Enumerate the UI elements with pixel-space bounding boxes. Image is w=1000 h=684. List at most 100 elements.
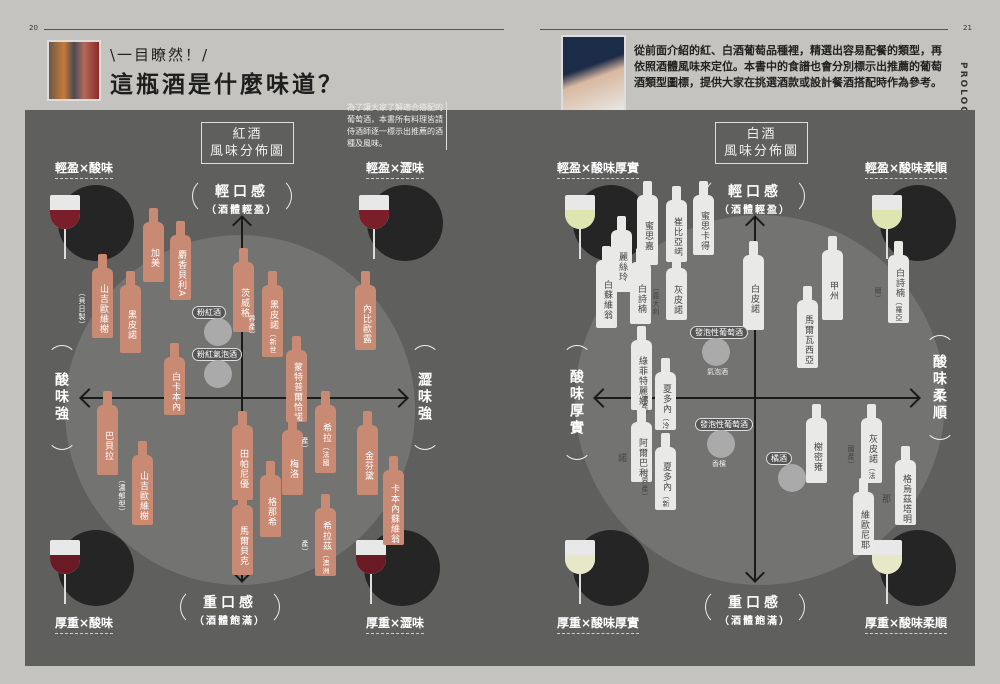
white-wine-bottle: 蜜思嘉 <box>637 181 658 265</box>
white-vertical-axis <box>754 216 756 582</box>
red-wine-bottle: 山吉歐維榭（濃郁型） <box>118 441 153 525</box>
white-wine-bottle: 白蘇維翁 <box>596 246 617 328</box>
label-main: 重口感 <box>203 595 257 611</box>
red-right-label: 澀味強 <box>410 345 440 450</box>
glass-stem <box>579 574 581 604</box>
glass-stem <box>886 229 888 259</box>
bottle-note: （羅亞爾） <box>874 287 903 322</box>
white-wine-bottle: 格烏茲塔明那 <box>880 446 916 525</box>
red-wine-bottle: 卡本內蘇維翁 <box>383 456 404 545</box>
bottle-note: （貝日製） <box>78 289 86 329</box>
white-wine-bottle: 維歐尼耶 <box>853 478 874 555</box>
red-wine-bottle: 麝香貝利A <box>170 221 191 300</box>
red-wine-bottle: 田帕尼優 <box>232 411 253 500</box>
wine-glass-icon <box>50 195 80 229</box>
red-wine-bottle: 巴貝拉 <box>97 391 118 475</box>
glass-stem <box>370 574 372 604</box>
label-sub: （酒體飽滿） <box>194 616 266 627</box>
red-wine-bottle: 黑皮諾（新世界產） <box>248 271 283 357</box>
chart-title-line2: 風味分佈圖 <box>210 144 286 159</box>
wine-type-icon-label: 發泡性葡萄酒 <box>695 418 753 431</box>
white-wine-bottle: 白詩楠 <box>630 248 651 324</box>
wine-type-icon <box>707 430 735 458</box>
bottle-note: （法國產） <box>847 444 876 480</box>
corner-label: 厚重×澀味 <box>366 614 425 634</box>
red-horizontal-axis <box>80 397 408 399</box>
red-wine-bottle: 格那希 <box>260 461 281 537</box>
intro-text: 從前面介紹的紅、白酒葡萄品種裡，精選出容易配餐的類型，再依照酒體風味來定位。本書… <box>634 44 942 89</box>
label-main: 輕口感 <box>215 184 269 200</box>
wine-glass-icon <box>872 195 902 229</box>
red-wine-bottle: 內比歐露 <box>355 271 376 350</box>
white-right-label: 酸味柔順 <box>925 335 955 440</box>
bottle-note: （法國產） <box>301 437 330 467</box>
page-title: 這瓶酒是什麼味道？ <box>110 72 344 98</box>
chart-title-line2: 風味分佈圖 <box>724 144 800 159</box>
corner-label: 輕盈×澀味 <box>366 159 425 179</box>
glass-stem <box>64 574 66 604</box>
wine-glass-icon <box>565 540 595 574</box>
red-wine-bottle: 白卡本內 <box>164 343 185 415</box>
white-wine-bottle: 夏多內（冷涼產） <box>641 358 676 430</box>
red-wine-bottle: 茨威格 <box>233 248 254 332</box>
red-vertical-axis <box>241 216 243 582</box>
red-top-label: 輕口感 （酒體輕盈） <box>192 177 292 216</box>
red-wine-bottle: 山吉歐維榭（貝日製） <box>78 254 113 338</box>
chart-title-line1: 白酒 <box>746 127 777 142</box>
label-sub: （酒體輕盈） <box>719 205 791 216</box>
white-wine-bottle: 榭密雍 <box>806 404 827 483</box>
section-label: PROLOGUE <box>958 62 968 134</box>
label-sub: （酒體輕盈） <box>206 205 278 216</box>
wine-glass-icon <box>356 540 386 574</box>
red-wine-bottle: 梅洛 <box>282 416 303 495</box>
white-wine-bottle: 甲州 <box>822 236 843 320</box>
red-wine-bottle: 希拉（法國產） <box>301 391 336 473</box>
red-wine-bottle: 馬爾貝克 <box>232 491 253 575</box>
red-chart-title: 紅酒風味分佈圖 <box>201 122 295 164</box>
wine-type-icon <box>702 338 730 366</box>
white-horizontal-axis <box>594 397 920 399</box>
bottle-note: （新世界產） <box>248 315 277 354</box>
wine-type-icon-label: 橘酒 <box>766 452 792 465</box>
bottle-note: （澳洲產） <box>301 540 330 575</box>
white-wine-bottle: 灰皮諾（義大利產） <box>631 254 687 320</box>
white-wine-bottle: 灰皮諾（法國產） <box>847 404 882 483</box>
white-bottom-label: 重口感（酒體飽滿） <box>705 588 805 627</box>
corner-label: 輕盈×酸味柔順 <box>865 159 948 179</box>
wine-type-icon-label: 發泡性葡萄酒 <box>690 326 748 339</box>
white-top-label: 輕口感 （酒體輕盈） <box>705 177 805 216</box>
white-wine-bottle: 馬爾瓦西亞 <box>797 286 818 368</box>
corner-label: 輕盈×酸味 <box>55 159 114 179</box>
corner-label: 厚重×酸味柔順 <box>865 614 948 634</box>
bottle-note: （新世界產） <box>641 468 670 508</box>
red-wine-bottle: 希拉茲（澳洲產） <box>301 494 336 576</box>
page-number-left: 20 <box>29 24 38 32</box>
wine-glass-icon <box>872 540 902 574</box>
white-wine-bottle: 夏多內（新世界產） <box>641 433 676 510</box>
wine-glass-icon <box>565 195 595 229</box>
bottle-note: （冷涼產） <box>641 395 670 430</box>
glass-stem <box>579 229 581 259</box>
wine-glass-icon <box>359 195 389 229</box>
wine-type-icon <box>204 360 232 388</box>
red-wine-bottle: 金芬黛 <box>357 411 378 495</box>
white-wine-bottle: 白皮諾 <box>743 241 764 330</box>
chart-title-line1: 紅酒 <box>232 127 263 142</box>
label-main: 重口感 <box>728 595 782 611</box>
white-wine-bottle: 蜜思卡得 <box>693 181 714 255</box>
red-wine-bottle: 黑皮諾 <box>120 271 141 353</box>
white-wine-bottle: 崔比亞諾 <box>666 186 687 262</box>
red-left-label: 酸味強 <box>47 345 77 450</box>
corner-label: 厚重×酸味厚實 <box>557 614 640 634</box>
white-wine-bottle: 阿爾巴利諾 <box>616 408 652 482</box>
red-wine-bottle: 蒙特普爾恰諾 <box>286 336 307 422</box>
glass-stem <box>64 229 66 259</box>
red-bottom-label: 重口感 （酒體飽滿） <box>180 588 280 627</box>
wine-bottles-photo <box>47 40 101 101</box>
label-main: 輕口感 <box>728 184 782 200</box>
page-number-right: 21 <box>963 24 972 32</box>
white-wine-bottle: 綠菲特麗娜 <box>631 326 652 410</box>
sommelier-photo <box>561 35 626 113</box>
kicker: \一目瞭然！/ <box>110 46 210 64</box>
white-wine-bottle: 白詩楠（羅亞爾） <box>874 241 909 323</box>
